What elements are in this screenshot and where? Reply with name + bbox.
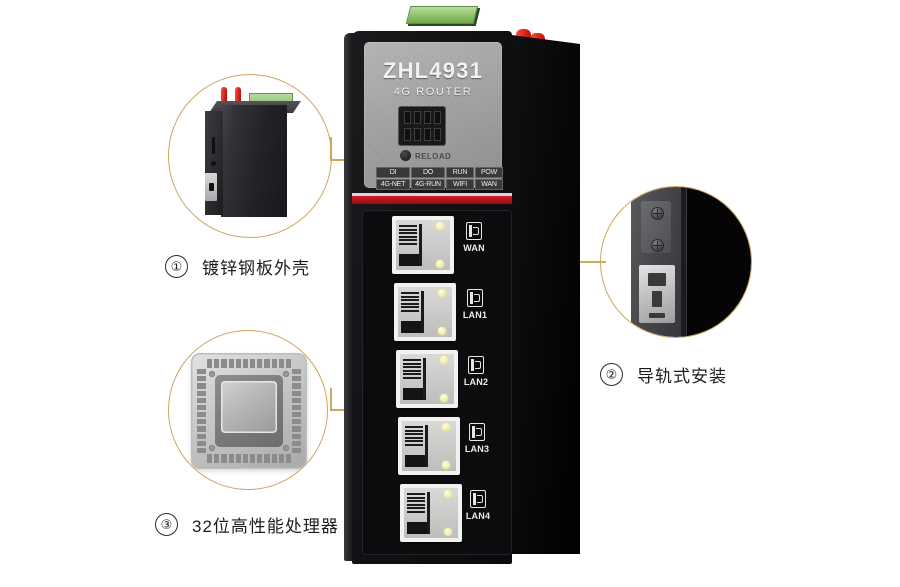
reload-label: RELOAD <box>415 152 452 161</box>
cpu-corner-mark-tr <box>283 371 289 377</box>
device-side-panel <box>504 34 580 554</box>
port-icon-lan3 <box>469 423 485 441</box>
led-label-do: DO <box>411 167 445 178</box>
din-background <box>685 187 751 337</box>
caption-number-1: ① <box>165 255 188 278</box>
led-label-di: DI <box>376 167 410 178</box>
led-legend-row-bottom: 4G-NET 4G-RUN WIFI WAN <box>376 179 503 190</box>
caption-text-1: 镀锌钢板外壳 <box>202 259 310 278</box>
cpu-pins-bottom <box>207 454 292 463</box>
ethernet-jack-wan[interactable] <box>392 216 454 274</box>
ethernet-jack-lan1[interactable] <box>394 283 456 341</box>
callout-circle-enclosure <box>168 74 332 238</box>
cpu-pins-right <box>292 369 301 454</box>
led-label-wifi: WIFI <box>446 179 474 190</box>
cpu-pins-left <box>197 369 206 454</box>
caption-text-3: 32位高性能处理器 <box>192 517 339 536</box>
port-led-lan2-top <box>440 356 448 364</box>
antenna-left-icon <box>221 87 227 109</box>
caption-text-2: 导轨式安装 <box>637 367 727 386</box>
model-subtitle: 4G ROUTER <box>393 86 473 98</box>
led-label-pow: POW <box>475 167 503 178</box>
callout-din-rail-art <box>601 187 751 337</box>
antenna-right-icon <box>235 87 241 109</box>
port-icon-wan <box>466 222 482 240</box>
ethernet-jack-lan4[interactable] <box>400 484 462 542</box>
screw-lower-icon <box>651 239 664 252</box>
enclosure-front-face <box>221 105 287 217</box>
caption-enclosure: ① 镀锌钢板外壳 <box>165 254 310 279</box>
screw-upper-icon <box>651 207 664 220</box>
port-label-lan4: LAN4 <box>465 511 491 521</box>
din-panel-edge <box>681 187 686 337</box>
router-device: ZHL4931 4G ROUTER RELOAD DI <box>340 0 590 587</box>
port-led-wan-bottom <box>436 260 444 268</box>
port-led-lan3-top <box>442 423 450 431</box>
callout-circle-processor <box>168 330 328 490</box>
port-led-lan3-bottom <box>442 461 450 469</box>
caption-processor: ③ 32位高性能处理器 <box>155 512 339 537</box>
led-label-run: RUN <box>446 167 474 178</box>
model-name: ZHL4931 <box>382 58 484 83</box>
sim-slot-row-2 <box>404 128 441 141</box>
port-led-lan4-top <box>444 490 452 498</box>
cpu-corner-mark-tl <box>209 371 215 377</box>
port-label-lan3: LAN3 <box>464 444 490 454</box>
din-clip-hole <box>209 183 214 191</box>
callout-enclosure-art <box>169 75 331 237</box>
caption-din-rail: ② 导轨式安装 <box>600 362 727 387</box>
port-led-lan1-bottom <box>438 327 446 335</box>
red-accent-stripe <box>352 193 512 204</box>
callout-circle-din-rail <box>600 186 752 338</box>
ethernet-jack-lan2[interactable] <box>396 350 458 408</box>
led-label-wan-led: WAN <box>475 179 503 190</box>
device-left-bezel <box>344 33 355 561</box>
callout-processor-art <box>169 331 327 489</box>
din-clip-foot <box>649 313 665 318</box>
port-label-lan2: LAN2 <box>463 377 489 387</box>
led-legend: DI DO RUN POW 4G-NET 4G-RUN WIFI WAN <box>376 167 503 190</box>
reload-button[interactable] <box>400 150 411 161</box>
port-icon-lan2 <box>468 356 484 374</box>
cpu-die <box>221 381 277 433</box>
led-label-4g-net: 4G-NET <box>376 179 410 190</box>
caption-number-3: ③ <box>155 513 178 536</box>
led-label-4g-run: 4G-RUN <box>411 179 445 190</box>
sim-slot-row-1 <box>404 111 441 124</box>
cpu-corner-mark-br <box>283 445 289 451</box>
port-label-wan: WAN <box>463 243 485 253</box>
caption-number-2: ② <box>600 363 623 386</box>
enclosure-port-hole <box>211 161 216 166</box>
port-led-lan2-bottom <box>440 394 448 402</box>
port-icon-lan4 <box>470 490 486 508</box>
port-led-lan4-bottom <box>444 528 452 536</box>
cpu-corner-mark-bl <box>209 445 215 451</box>
ethernet-jack-lan3[interactable] <box>398 417 460 475</box>
din-clip-slot-lower <box>652 291 662 307</box>
sim-card-slot[interactable] <box>398 106 446 146</box>
enclosure-vent-slot <box>212 137 215 154</box>
port-label-lan1: LAN1 <box>462 310 488 320</box>
terminal-block <box>405 6 479 24</box>
led-legend-row-top: DI DO RUN POW <box>376 167 503 178</box>
port-led-wan-top <box>436 222 444 230</box>
port-icon-lan1 <box>467 289 483 307</box>
din-clip-slot-upper <box>648 273 666 286</box>
cpu-package <box>191 353 307 469</box>
connector-line-callout-2 <box>578 261 606 263</box>
connector-line-callout-3-vertical <box>330 388 332 410</box>
port-led-lan1-top <box>438 289 446 297</box>
cpu-pins-top <box>207 359 292 368</box>
